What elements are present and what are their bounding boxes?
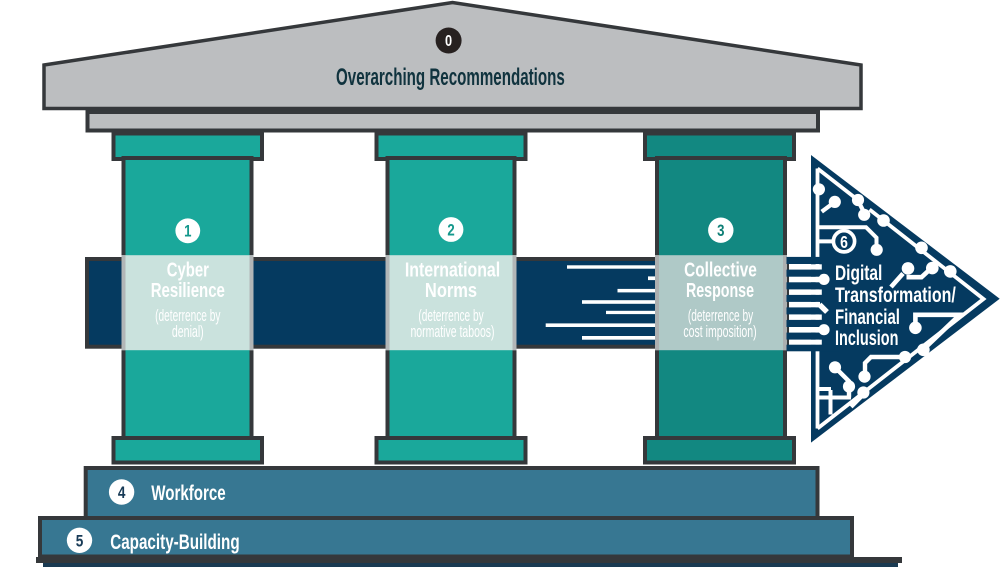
svg-text:Collective: Collective (684, 258, 757, 281)
svg-text:Cyber: Cyber (167, 258, 209, 281)
svg-text:(deterrence by: (deterrence by (155, 307, 220, 325)
svg-text:cost imposition): cost imposition) (683, 321, 756, 340)
svg-text:Overarching Recommendations: Overarching Recommendations (336, 64, 565, 90)
svg-text:2: 2 (447, 221, 454, 240)
svg-text:Workforce: Workforce (151, 480, 225, 504)
svg-text:Capacity-Building: Capacity-Building (110, 530, 239, 554)
svg-text:Financial: Financial (835, 304, 900, 328)
svg-text:International: International (405, 258, 500, 281)
svg-text:1: 1 (184, 222, 191, 241)
svg-text:Norms: Norms (425, 278, 477, 301)
svg-text:5: 5 (76, 532, 84, 551)
svg-text:(deterrence by: (deterrence by (418, 307, 483, 325)
svg-text:Inclusion: Inclusion (835, 326, 898, 349)
svg-text:3: 3 (717, 222, 724, 241)
svg-text:normative taboos): normative taboos) (410, 321, 494, 340)
svg-text:0: 0 (445, 33, 452, 51)
svg-text:Digital: Digital (835, 261, 882, 285)
svg-text:denial): denial) (172, 321, 204, 340)
svg-text:(deterrence by: (deterrence by (688, 307, 753, 325)
svg-text:Transformation/: Transformation/ (835, 283, 956, 307)
svg-text:Resilience: Resilience (151, 279, 225, 302)
svg-text:4: 4 (118, 484, 126, 503)
svg-text:Response: Response (686, 278, 754, 301)
svg-text:6: 6 (840, 232, 848, 252)
